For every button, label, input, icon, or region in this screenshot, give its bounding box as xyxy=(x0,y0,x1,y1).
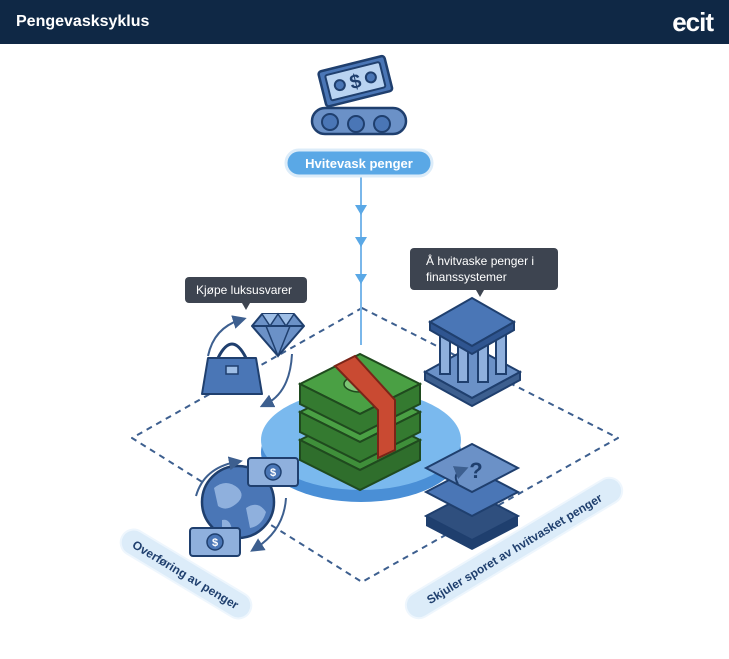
svg-text:?: ? xyxy=(469,458,482,483)
banknote-icon: $ xyxy=(247,457,299,487)
bank-tooltip-line1: Å hvitvaske penger i xyxy=(426,253,534,268)
page-title: Pengevasksyklus xyxy=(16,13,150,30)
connector-arrow-2 xyxy=(355,237,367,247)
banknote-icon-2: $ xyxy=(189,527,241,557)
luxury-cycle-arrow-bottom xyxy=(259,353,293,408)
diamond-icon xyxy=(251,312,305,359)
ecit-logo: ecit xyxy=(672,6,714,37)
money-conveyor-icon: $ xyxy=(310,54,408,136)
transfer-cycle-arrow-top xyxy=(195,456,243,497)
transfer-cycle-arrow-bottom xyxy=(250,497,287,552)
luxury-cycle-arrow-top xyxy=(207,315,247,357)
launder-money-label: Hvitevask penger xyxy=(284,148,434,178)
bank-tooltip: Å hvitvaske penger i finanssystemer xyxy=(410,248,558,297)
money-laundering-diagram: $ Hvitevask penger xyxy=(119,54,624,620)
svg-text:$: $ xyxy=(212,537,218,549)
bank-icon xyxy=(422,296,523,408)
connector-arrow-3 xyxy=(355,274,367,284)
connector-arrow-1 xyxy=(355,205,367,215)
layers-question-icon: ? xyxy=(423,442,521,550)
svg-text:$: $ xyxy=(348,70,364,94)
luxury-tooltip: Kjøpe luksusvarer xyxy=(185,277,307,310)
money-stack-icon xyxy=(297,352,423,492)
svg-text:$: $ xyxy=(270,467,276,479)
launder-money-text: Hvitevask penger xyxy=(305,156,413,171)
app-header: Pengevasksyklus ecit xyxy=(0,0,729,44)
bank-tooltip-line2: finanssystemer xyxy=(426,270,507,284)
handbag-icon xyxy=(201,342,263,395)
luxury-tooltip-text: Kjøpe luksusvarer xyxy=(196,283,292,297)
